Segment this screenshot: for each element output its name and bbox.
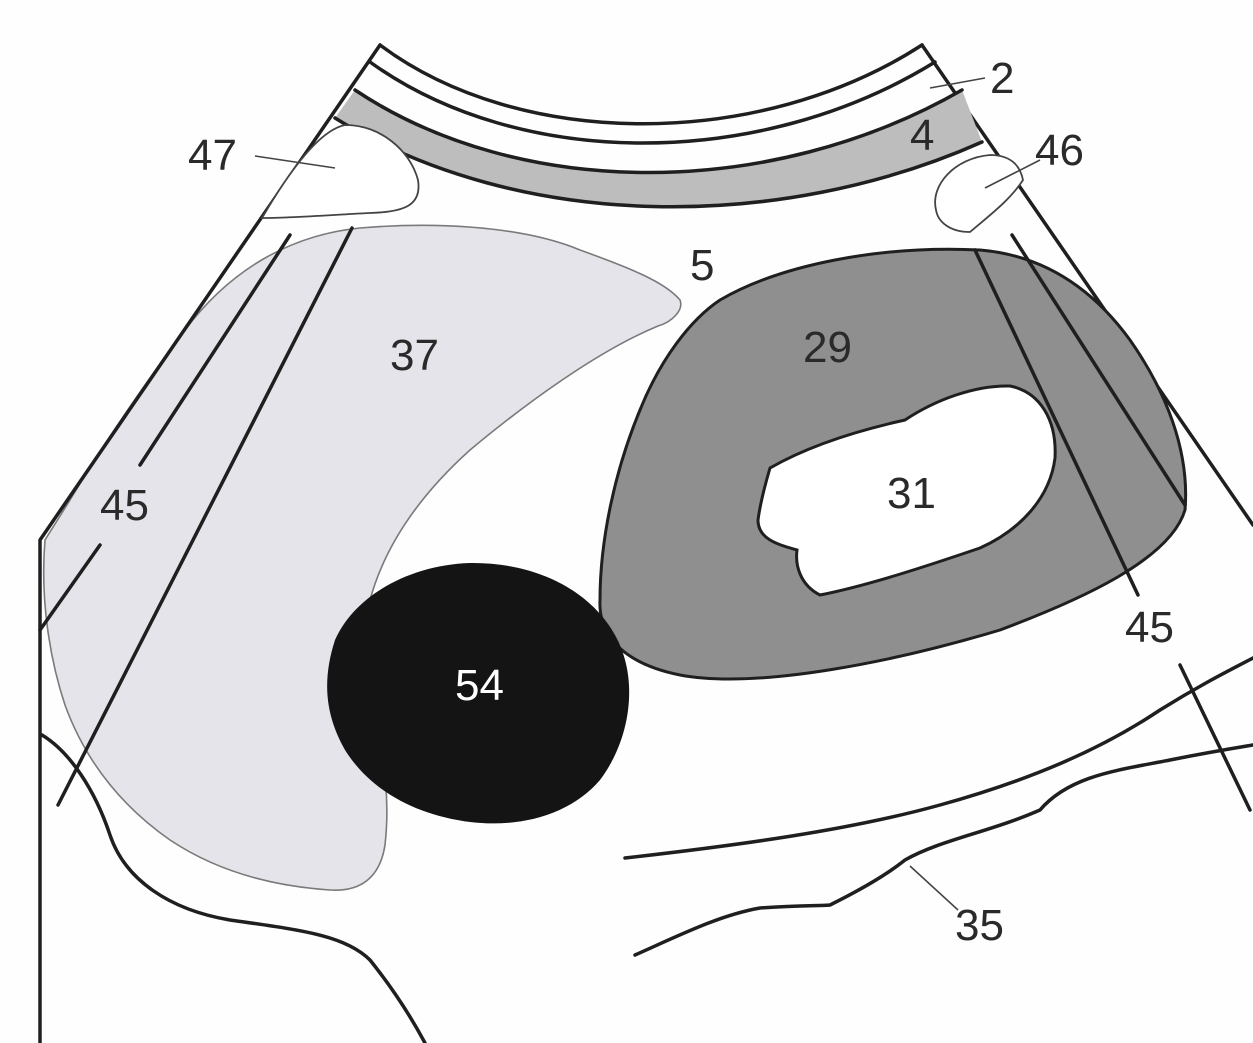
label-37: 37	[390, 331, 439, 380]
line-45-right-c	[1180, 665, 1250, 810]
label-54: 54	[455, 661, 504, 710]
skin-layer-inner	[370, 62, 935, 143]
label-35: 35	[955, 901, 1004, 950]
label-2: 2	[990, 54, 1014, 103]
label-5: 5	[690, 241, 714, 290]
region-46	[935, 155, 1023, 232]
label-4: 4	[910, 111, 934, 160]
leader-2	[930, 78, 985, 88]
label-45-left: 45	[100, 481, 149, 530]
label-47: 47	[188, 131, 237, 180]
label-29: 29	[803, 323, 852, 372]
label-31: 31	[887, 469, 936, 518]
contour-35	[635, 745, 1253, 955]
leader-35	[910, 866, 958, 910]
lower-contour-mid	[625, 658, 1253, 858]
label-45-right: 45	[1125, 603, 1174, 652]
label-46: 46	[1035, 126, 1084, 175]
layer-4	[335, 90, 982, 207]
